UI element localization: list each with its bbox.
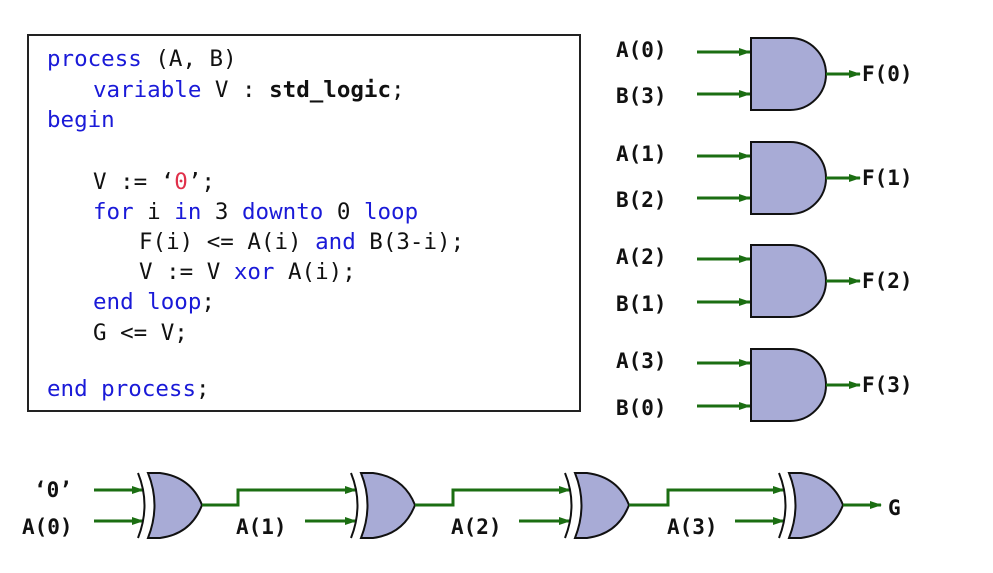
v-assign-suffix: ’; [187, 169, 215, 195]
xor-wire-1-to-2 [415, 486, 571, 507]
xor-3-input-label: A(3) [667, 515, 718, 539]
xor-gate-3 [735, 472, 845, 539]
xor-gate-1-body [359, 472, 417, 539]
and-gate-0-input-b: B(3) [616, 84, 667, 108]
xor-gate-0-back-curve [137, 472, 146, 539]
literal-zero: 0 [174, 169, 188, 195]
loop-end: 0 [323, 199, 364, 225]
xor-gate-2-back-curve [564, 472, 573, 539]
xor-gate-0-body [146, 472, 204, 539]
code-line-begin: begin [47, 109, 115, 132]
xor-chain: ‘0’ A(0) A(1) A(2) A(3) G [22, 472, 901, 539]
and-gate-3-input-a: A(3) [616, 349, 667, 373]
xor-gate-1 [305, 472, 417, 539]
keyword-process: process [47, 46, 142, 72]
v-xor-suffix: A(i); [274, 259, 356, 285]
process-sensitivity-list: (A, B) [141, 46, 237, 72]
and-gate-2-body [750, 244, 827, 318]
xor-wire-0-to-1 [202, 486, 357, 507]
and-gate-1-output: F(1) [862, 166, 913, 190]
keyword-begin: begin [47, 107, 115, 133]
code-line-end-loop: end loop; [93, 291, 215, 314]
xor-output-label: G [888, 496, 901, 520]
loop-start: 3 [201, 199, 243, 225]
semicolon: ; [201, 289, 215, 315]
keyword-variable: variable [93, 77, 202, 103]
semicolon: ; [196, 376, 210, 402]
keyword-xor: xor [233, 259, 275, 285]
and-gate-0: A(0) B(3) F(0) [616, 37, 913, 111]
xor-init-input-label: ‘0’ [34, 478, 72, 502]
xor-gate-3-back-curve [778, 472, 787, 539]
f-assign-suffix: B(3-i); [355, 229, 465, 255]
and-gate-0-body [750, 37, 827, 111]
keyword-in: in [174, 199, 202, 225]
and-gate-2-input-a: A(2) [616, 245, 667, 269]
code-line-v-init: V := ‘0’; [93, 171, 215, 194]
xor-2-input-label: A(2) [451, 515, 502, 539]
and-gate-2: A(2) B(1) F(2) [616, 244, 913, 318]
f-assign-prefix: F(i) <= A(i) [139, 229, 316, 255]
semicolon: ; [391, 77, 405, 103]
v-xor-prefix: V := V [139, 259, 234, 285]
v-assign-prefix: V := ‘ [93, 169, 175, 195]
keyword-end-loop: end loop [93, 289, 202, 315]
and-gate-3-body [750, 348, 827, 422]
variable-declaration: V : [201, 77, 270, 103]
xor-gate-2 [519, 472, 631, 539]
keyword-and: and [315, 229, 356, 255]
xor-gate-0 [94, 472, 204, 539]
g-assign: G <= V; [93, 320, 188, 346]
keyword-for: for [93, 199, 134, 225]
xor-0-input-label: A(0) [22, 515, 73, 539]
vhdl-code-panel: process (A, B) variable V : std_logic; b… [27, 34, 581, 412]
keyword-loop: loop [363, 199, 419, 225]
and-gate-0-output: F(0) [862, 62, 913, 86]
xor-gate-3-body [787, 472, 845, 539]
code-line-for: for i in 3 downto 0 loop [93, 201, 418, 224]
and-gate-2-input-b: B(1) [616, 292, 667, 316]
and-gate-3-input-b: B(0) [616, 396, 667, 420]
type-std-logic: std_logic [269, 77, 392, 103]
code-line-f-assign: F(i) <= A(i) and B(3-i); [139, 231, 464, 254]
xor-1-input-label: A(1) [236, 515, 287, 539]
and-gate-1: A(1) B(2) F(1) [616, 141, 913, 215]
keyword-end-process: end process [47, 376, 197, 402]
xor-wire-2-to-3 [629, 486, 785, 507]
code-line-process: process (A, B) [47, 48, 237, 71]
and-gate-3-output: F(3) [862, 373, 913, 397]
loop-var: i [133, 199, 175, 225]
and-gate-2-output: F(2) [862, 269, 913, 293]
and-gate-1-input-a: A(1) [616, 142, 667, 166]
code-line-end-process: end process; [47, 378, 210, 401]
and-gate-1-body [750, 141, 827, 215]
code-line-variable: variable V : std_logic; [93, 79, 405, 102]
and-gate-3: A(3) B(0) F(3) [616, 348, 913, 422]
code-line-g-assign: G <= V; [93, 322, 188, 345]
keyword-downto: downto [242, 199, 324, 225]
and-gate-1-input-b: B(2) [616, 188, 667, 212]
code-line-v-xor: V := V xor A(i); [139, 261, 356, 284]
xor-gate-2-body [573, 472, 631, 539]
and-gate-0-input-a: A(0) [616, 38, 667, 62]
xor-gate-1-back-curve [350, 472, 359, 539]
